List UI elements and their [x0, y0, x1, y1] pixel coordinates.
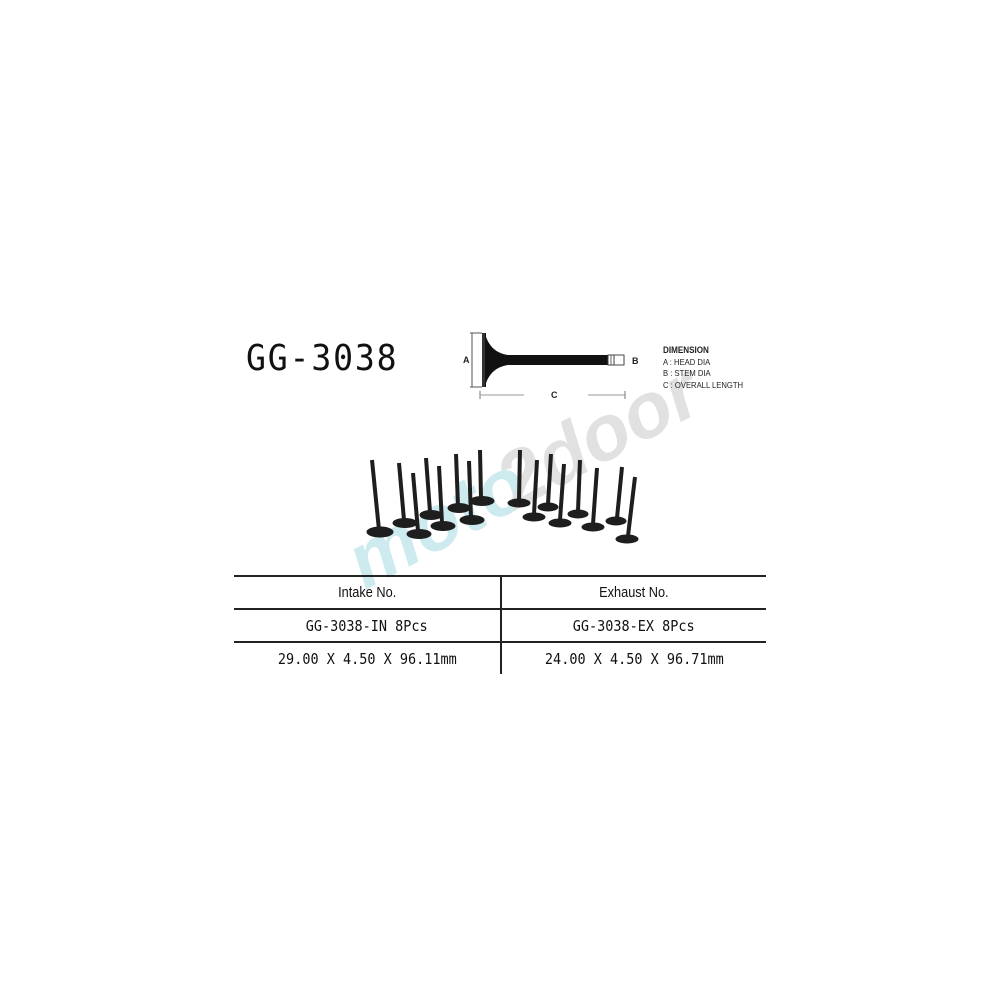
- label-b: B: [632, 356, 639, 366]
- exhaust-dimensions: 24.00 X 4.50 X 96.71mm: [544, 650, 724, 668]
- label-c: C: [551, 390, 558, 400]
- dimension-legend: DIMENSION A : HEAD DIA B : STEM DIA C : …: [663, 345, 743, 391]
- intake-part-number: GG-3038-IN 8Pcs: [234, 609, 502, 643]
- table-header-row: Intake No. Exhaust No.: [234, 575, 766, 610]
- dimension-legend-title: DIMENSION: [663, 345, 709, 355]
- table-row: 29.00 X 4.50 X 96.11mm 24.00 X 4.50 X 96…: [234, 642, 766, 674]
- dimension-legend-item: C : OVERALL LENGTH: [663, 379, 744, 390]
- part-number-title: GG-3038: [246, 338, 399, 379]
- valve-set-photo: [366, 449, 639, 544]
- table-row: GG-3038-IN 8Pcs GG-3038-EX 8Pcs: [234, 609, 766, 643]
- valve-spec-table: Intake No. Exhaust No. GG-3038-IN 8Pcs G…: [234, 575, 766, 674]
- intake-dimensions: 29.00 X 4.50 X 96.11mm: [234, 642, 502, 674]
- dimension-legend-item: B : STEM DIA: [663, 368, 711, 378]
- header-exhaust: Exhaust No.: [501, 575, 766, 610]
- valve-dimension-diagram: A B C: [463, 332, 639, 400]
- header-intake: Intake No.: [234, 575, 502, 610]
- exhaust-part-number: GG-3038-EX 8Pcs: [501, 609, 766, 643]
- label-a: A: [463, 355, 470, 365]
- dimension-legend-item: A : HEAD DIA: [663, 356, 711, 367]
